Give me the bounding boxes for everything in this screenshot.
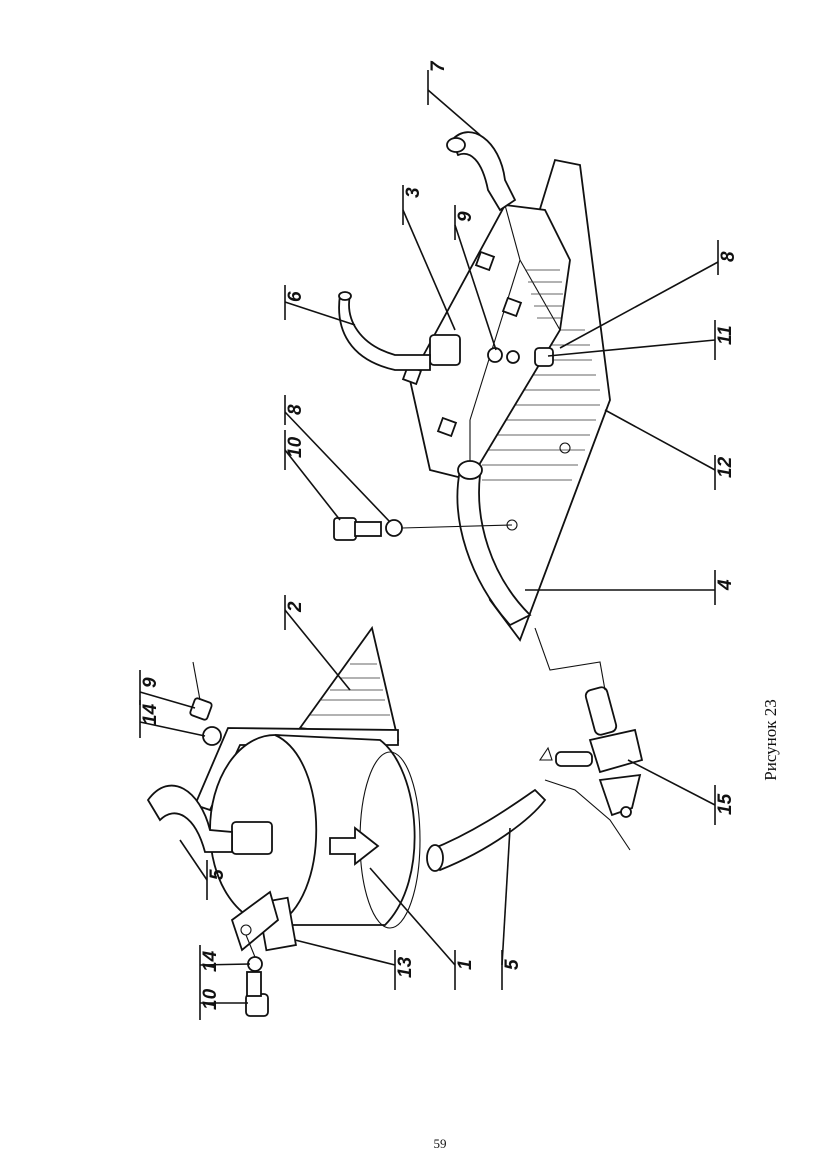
upper-bolt-group [333,517,513,541]
callout-label: 5 [207,869,228,880]
washer-8 [385,519,403,537]
plate-hole [559,442,571,454]
hose-4 [456,468,532,627]
filter-fitting [231,821,273,855]
mounting-bracket [298,625,400,742]
callout-label: 5 [502,959,523,970]
hose-5-lower [428,788,547,872]
callout-label: 14 [140,703,161,725]
base-plate-assembly [401,158,611,642]
callout-label: 13 [395,956,416,978]
block-hatching [525,269,563,319]
hose-7 [450,131,517,212]
block-nut [474,250,496,272]
callout-label: 7 [428,60,449,72]
tee-nozzle [598,773,642,817]
tee-nipple-top [584,686,618,736]
block-fitting [429,334,461,366]
figure-caption: Рисунок 23 [761,699,780,780]
bracket-tab [230,890,280,952]
callout-label: 2 [285,601,306,613]
bushing [534,347,554,367]
washer [487,347,503,363]
filter-assembly [193,625,421,952]
page-number: 59 [434,1136,447,1151]
hose-5-upper [146,784,233,853]
callout-label: 10 [285,436,306,458]
callout-label: 10 [200,988,221,1010]
block-nut [501,296,523,318]
callout-label: 15 [715,793,736,815]
tee-fitting [588,728,644,774]
upper-left-fasteners [189,661,222,746]
bolt-head [333,517,357,541]
flow-arrow [329,826,380,866]
washer-14 [247,956,263,972]
tee-fitting-group [538,686,644,818]
distribution-block [409,204,571,482]
bracket-hatching [310,663,390,716]
callout-label: 3 [403,187,424,198]
nut-9 [189,697,213,721]
callout-label: 14 [200,950,221,972]
bolt-head [245,993,269,1017]
callout-leaders [139,70,719,1020]
bolt-shank [246,971,262,997]
callout-label: 6 [285,291,306,302]
callout-label: 12 [715,456,736,478]
callout-label: 8 [285,404,306,415]
callout-label: 8 [718,251,739,262]
left-hoses [146,784,547,872]
callout-label: 4 [715,579,736,591]
callout-label: 1 [455,959,476,970]
callout-label: 9 [455,211,476,222]
tee-nipple-side [555,751,593,767]
callout-label: 11 [715,325,736,345]
washer-14 [202,726,222,746]
block-nut [436,416,458,438]
bolt-shank [354,521,382,537]
washer [506,350,520,364]
callout-label: 9 [140,677,161,688]
lower-bolt-group [245,934,269,1017]
callout-labels: 7 3 9 8 6 11 8 10 12 4 2 9 14 15 5 13 1 … [140,60,739,1010]
connection-lines [534,627,631,851]
hose-6 [338,294,431,371]
